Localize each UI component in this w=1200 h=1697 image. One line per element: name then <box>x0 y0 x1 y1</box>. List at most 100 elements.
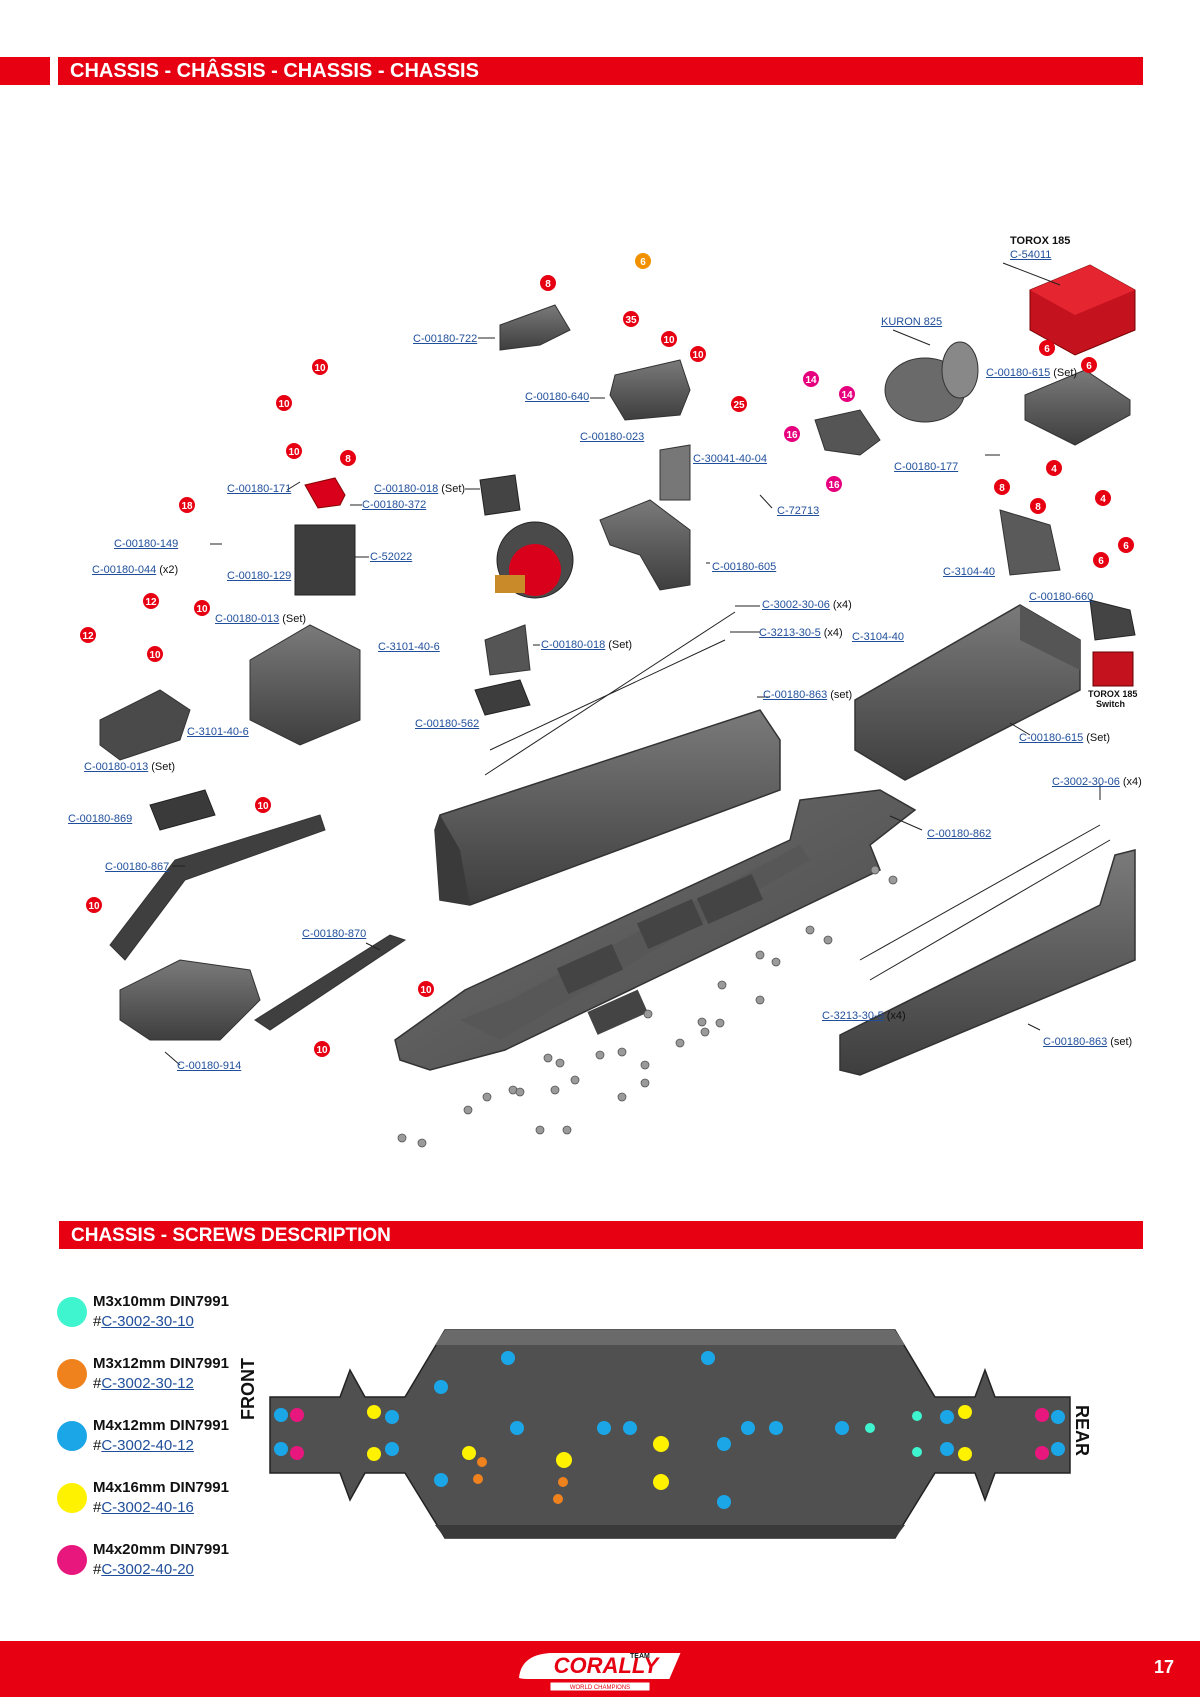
part-link[interactable]: C-00180-862 <box>927 828 992 840</box>
part-link[interactable]: C-3104-40 <box>852 631 904 643</box>
part-link[interactable]: C-3104-40 <box>943 566 995 578</box>
part-label[interactable]: C-00180-562 <box>415 718 479 731</box>
part-label[interactable]: C-00180-615(Set) <box>1019 732 1110 745</box>
part-link[interactable]: C-00180-615 <box>986 367 1051 379</box>
callout-badges: 8 6 35 10 10 10 10 10 25 14 14 16 16 6 6… <box>80 253 1134 1057</box>
part-label[interactable]: C-00180-018(Set) <box>541 639 632 652</box>
part-link[interactable]: C-00180-914 <box>177 1060 242 1072</box>
part-link[interactable]: C-00180-869 <box>68 813 133 825</box>
part-link[interactable]: C-00180-605 <box>712 561 777 573</box>
part-link[interactable]: C-00180-177 <box>894 461 959 473</box>
screw-code[interactable]: #C-3002-40-20 <box>93 1561 194 1578</box>
part-label[interactable]: C-3002-30-06(x4) <box>762 599 852 612</box>
screw-code-link[interactable]: C-3002-30-10 <box>101 1313 194 1330</box>
part-link[interactable]: C-00180-013 <box>215 613 280 625</box>
part-link[interactable]: C-72713 <box>777 505 820 517</box>
part-link[interactable]: C-3101-40-6 <box>187 726 249 738</box>
part-link[interactable]: C-00180-023 <box>580 431 645 443</box>
part-label[interactable]: C-00180-869 <box>68 813 132 826</box>
part-link[interactable]: C-00180-372 <box>362 499 427 511</box>
part-link[interactable]: C-54011 <box>1010 249 1052 261</box>
part-link[interactable]: C-3101-40-6 <box>378 641 440 653</box>
front-bumper <box>119 959 261 1041</box>
kuron-label[interactable]: KURON 825 <box>881 316 942 329</box>
screw-color-dot <box>57 1545 87 1575</box>
part-label[interactable]: C-00180-605 <box>712 561 776 574</box>
badge-8-text: 8 <box>999 483 1005 494</box>
part-label[interactable]: C-3101-40-6 <box>378 641 440 654</box>
part-link[interactable]: C-00180-044 <box>92 564 157 576</box>
screw-code[interactable]: #C-3002-40-16 <box>93 1499 194 1516</box>
part-link[interactable]: C-00180-129 <box>227 570 292 582</box>
part-label[interactable]: C-00180-044(x2) <box>92 564 178 577</box>
screw-code-link[interactable]: C-3002-40-16 <box>101 1499 194 1516</box>
part-label[interactable]: C-3101-40-6 <box>187 726 249 739</box>
part-link[interactable]: KURON 825 <box>881 316 943 328</box>
screw-code-link[interactable]: C-3002-30-12 <box>101 1375 194 1392</box>
part-link[interactable]: C-00180-562 <box>415 718 480 730</box>
switch-housing <box>1089 599 1136 641</box>
part-label[interactable]: C-72713 <box>777 505 819 518</box>
screw-code[interactable]: #C-3002-30-12 <box>93 1375 194 1392</box>
header-accent <box>0 57 50 85</box>
part-link[interactable]: C-3002-30-06 <box>762 599 830 611</box>
part-label[interactable]: C-00180-023 <box>580 431 644 444</box>
battery-tab <box>149 789 216 831</box>
part-link[interactable]: C-00180-660 <box>1029 591 1094 603</box>
part-label[interactable]: C-00180-013(Set) <box>84 761 175 774</box>
part-link[interactable]: C-00180-870 <box>302 928 367 940</box>
part-link[interactable]: C-30041-40-04 <box>693 453 767 465</box>
part-link[interactable]: C-00180-149 <box>114 538 179 550</box>
part-label[interactable]: C-00180-129 <box>227 570 291 583</box>
part-link[interactable]: C-3002-30-06 <box>1052 776 1120 788</box>
logo-team: TEAM <box>630 1653 650 1660</box>
part-link[interactable]: C-00180-863 <box>1043 1036 1108 1048</box>
part-label[interactable]: C-00180-640 <box>525 391 589 404</box>
part-link[interactable]: C-52022 <box>370 551 413 563</box>
screw-code[interactable]: #C-3002-30-10 <box>93 1313 194 1330</box>
part-link[interactable]: C-00180-863 <box>763 689 828 701</box>
part-label[interactable]: C-3104-40 <box>852 631 904 644</box>
part-label[interactable]: C-00180-660 <box>1029 591 1093 604</box>
part-label[interactable]: C-52022 <box>370 551 412 564</box>
part-label[interactable]: C-3002-30-06(x4) <box>1052 776 1142 789</box>
part-label[interactable]: C-00180-863(set) <box>1043 1036 1132 1049</box>
screw-code-link[interactable]: C-3002-40-12 <box>101 1437 194 1454</box>
part-link[interactable]: C-00180-615 <box>1019 732 1084 744</box>
badge-10-text: 10 <box>420 985 432 996</box>
part-link[interactable]: C-00180-867 <box>105 861 170 873</box>
part-link[interactable]: C-00180-171 <box>227 483 292 495</box>
part-label[interactable]: C-3213-30-5(x4) <box>759 627 843 640</box>
switch-red <box>1092 651 1134 687</box>
part-label[interactable]: C-00180-870 <box>302 928 366 941</box>
part-link[interactable]: C-3213-30-5 <box>822 1010 884 1022</box>
part-label[interactable]: C-3213-30-5(x4) <box>822 1010 906 1023</box>
part-link[interactable]: C-00180-640 <box>525 391 590 403</box>
part-label[interactable]: C-3104-40 <box>943 566 995 579</box>
torox-part[interactable]: C-54011 <box>1010 249 1051 262</box>
part-label[interactable]: C-00180-862 <box>927 828 991 841</box>
part-label[interactable]: C-00180-013(Set) <box>215 613 306 626</box>
badge-10-text: 10 <box>196 604 208 615</box>
screw-code-link[interactable]: C-3002-40-20 <box>101 1561 194 1578</box>
part-label[interactable]: C-00180-372 <box>362 499 426 512</box>
part-label[interactable]: C-00180-177 <box>894 461 958 474</box>
part-link[interactable]: C-00180-013 <box>84 761 149 773</box>
part-label[interactable]: C-00180-171 <box>227 483 291 496</box>
center-diff <box>495 521 574 599</box>
qty-suffix: (x4) <box>832 599 852 611</box>
part-link[interactable]: C-00180-722 <box>413 333 478 345</box>
part-link[interactable]: C-00180-018 <box>374 483 439 495</box>
part-label[interactable]: C-00180-615(Set) <box>986 367 1077 380</box>
part-label[interactable]: C-00180-867 <box>105 861 169 874</box>
screw-code[interactable]: #C-3002-40-12 <box>93 1437 194 1454</box>
part-label[interactable]: C-00180-863(set) <box>763 689 852 702</box>
part-link[interactable]: C-00180-018 <box>541 639 606 651</box>
logo-text: CORALLY <box>554 1653 661 1678</box>
part-label[interactable]: C-00180-149 <box>114 538 178 551</box>
part-label[interactable]: C-30041-40-04 <box>693 453 767 466</box>
part-label[interactable]: C-00180-018(Set) <box>374 483 465 496</box>
part-label[interactable]: C-00180-722 <box>413 333 477 346</box>
part-label[interactable]: C-00180-914 <box>177 1060 241 1073</box>
part-link[interactable]: C-3213-30-5 <box>759 627 821 639</box>
